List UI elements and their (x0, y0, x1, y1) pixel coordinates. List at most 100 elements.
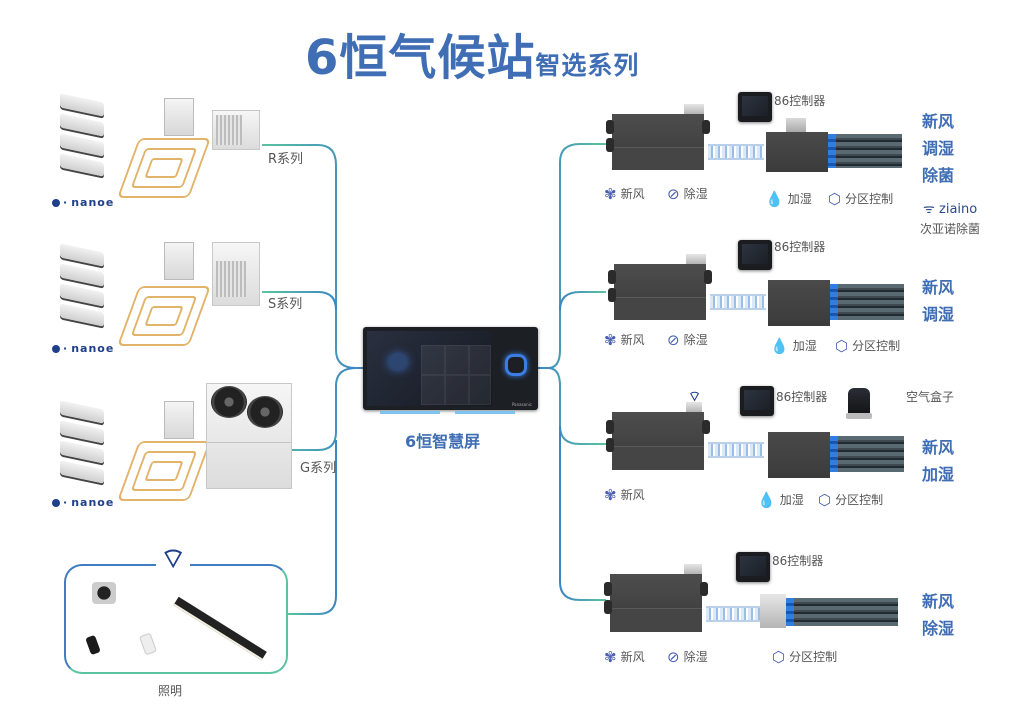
fan-icon: ✾ (604, 330, 617, 349)
flex-duct (708, 144, 764, 160)
feature-dehumidify: ⊘除湿 (667, 330, 708, 349)
title-subtitle: 智选系列 (535, 51, 640, 80)
feature-fresh-air: ✾新风 (604, 330, 645, 349)
controller-86[interactable] (736, 552, 770, 582)
flex-duct (708, 442, 764, 458)
controller-86[interactable] (738, 92, 772, 122)
feature-zone-control: ⬡分区控制 (835, 336, 901, 355)
hydro-box (164, 242, 194, 280)
erv-unit (612, 114, 704, 170)
feature-dehumidify: ⊘除湿 (667, 647, 708, 666)
flex-duct (710, 294, 766, 310)
zone-ducts (836, 134, 902, 168)
erv-system-2: 86控制器 (600, 236, 910, 336)
series-label-r: R系列 (268, 152, 304, 167)
erv-unit (610, 574, 702, 632)
erv-system-1: 86控制器 (600, 90, 910, 190)
system-title-1: 新风调湿除菌 (922, 112, 955, 185)
fan-icon: ✾ (604, 184, 617, 203)
zone-ducts (838, 284, 904, 320)
erv-system-4: 86控制器 (600, 550, 910, 650)
feature-zone-control: ⬡分区控制 (772, 647, 838, 666)
screen-glow (380, 411, 440, 414)
airbox-label: 空气盒子 (906, 390, 955, 404)
smart-screen[interactable]: Panasonic (363, 327, 538, 410)
feature-zone-control: ⬡分区控制 (828, 189, 894, 208)
controller-label: 86控制器 (772, 554, 824, 568)
fan-icon: ✾ (604, 485, 617, 504)
fan-icon: ✾ (604, 647, 617, 666)
dehumidify-icon: ⊘ (667, 184, 680, 203)
nanoe-logo: ·nanoe (52, 342, 114, 355)
line-right-4 (559, 426, 606, 601)
floor-heating-coil (117, 441, 211, 501)
control-knob[interactable] (505, 354, 527, 376)
erv-unit (614, 264, 706, 320)
dehumidify-icon: ⊘ (667, 647, 680, 666)
downlight (92, 582, 116, 604)
distribution-box (760, 594, 786, 628)
system-g-group (60, 375, 300, 501)
outdoor-unit-g (206, 383, 292, 489)
humidifier-unit (768, 432, 830, 478)
hydro-box (164, 98, 194, 136)
screen-display (367, 331, 492, 406)
lighting-group (64, 564, 288, 674)
line-right-2 (559, 291, 606, 311)
feature-humidify: 💧加湿 (770, 336, 817, 355)
system-s-group (60, 242, 280, 357)
outdoor-unit-r (212, 110, 260, 150)
track-spot-black (85, 634, 101, 656)
feature-fresh-air: ✾新风 (604, 647, 645, 666)
feature-dehumidify: ⊘除湿 (667, 184, 708, 203)
floor-heating-coil (117, 286, 211, 346)
air-box-device[interactable] (846, 388, 872, 419)
erv-unit (612, 412, 704, 470)
line-s-series (262, 291, 337, 311)
line-right-3 (538, 367, 606, 445)
system-title-3: 新风加湿 (922, 438, 955, 484)
erv-system-3: ⌔ 86控制器 (600, 386, 910, 486)
series-label-g: G系列 (300, 461, 337, 476)
controller-label: 86控制器 (776, 390, 828, 404)
nanoe-logo: ·nanoe (52, 496, 114, 509)
system-title-2: 新风调湿 (922, 278, 955, 324)
ziaino-logo: ᯤ ziaino (923, 202, 978, 217)
controller-86[interactable] (738, 240, 772, 270)
humidify-icon: 💧 (770, 336, 789, 355)
zone-ducts (838, 436, 904, 472)
system-r-group (60, 93, 280, 213)
wifi-icon: ⌔ (156, 544, 191, 574)
track-spot-white (138, 632, 158, 656)
zone-ducts (794, 598, 898, 626)
title-main: 6恒气候站 (305, 30, 536, 86)
nanoe-logo: ·nanoe (52, 196, 114, 209)
hydro-box (164, 401, 194, 439)
flex-duct (706, 606, 760, 622)
outdoor-unit-s (212, 242, 260, 306)
humidify-icon: 💧 (757, 490, 776, 509)
line-g-series (262, 367, 357, 451)
humidify-icon: 💧 (765, 189, 784, 208)
humidifier-unit (766, 118, 828, 172)
brand-mark: Panasonic (511, 402, 532, 407)
controller-label: 86控制器 (774, 240, 826, 254)
zone-control-icon: ⬡ (772, 647, 786, 666)
line-lighting (288, 440, 337, 615)
ziaino-caption: 次亚诺除菌 (920, 222, 981, 236)
feature-humidify: 💧加湿 (757, 490, 804, 509)
feature-fresh-air: ✾新风 (604, 184, 645, 203)
controller-label: 86控制器 (774, 94, 826, 108)
floor-heating-coil (117, 138, 211, 198)
hub-label: 6恒智慧屏 (405, 432, 481, 451)
feature-fresh-air: ✾新风 (604, 485, 645, 504)
page-title: 6恒气候站智选系列 (305, 30, 639, 94)
ziaino-icon: ᯤ (923, 202, 935, 217)
linear-light (173, 596, 267, 661)
zone-control-icon: ⬡ (818, 490, 832, 509)
system-title-4: 新风除湿 (922, 592, 955, 638)
screen-glow (455, 411, 515, 414)
controller-86[interactable] (740, 386, 774, 416)
line-right-1 (538, 143, 606, 369)
